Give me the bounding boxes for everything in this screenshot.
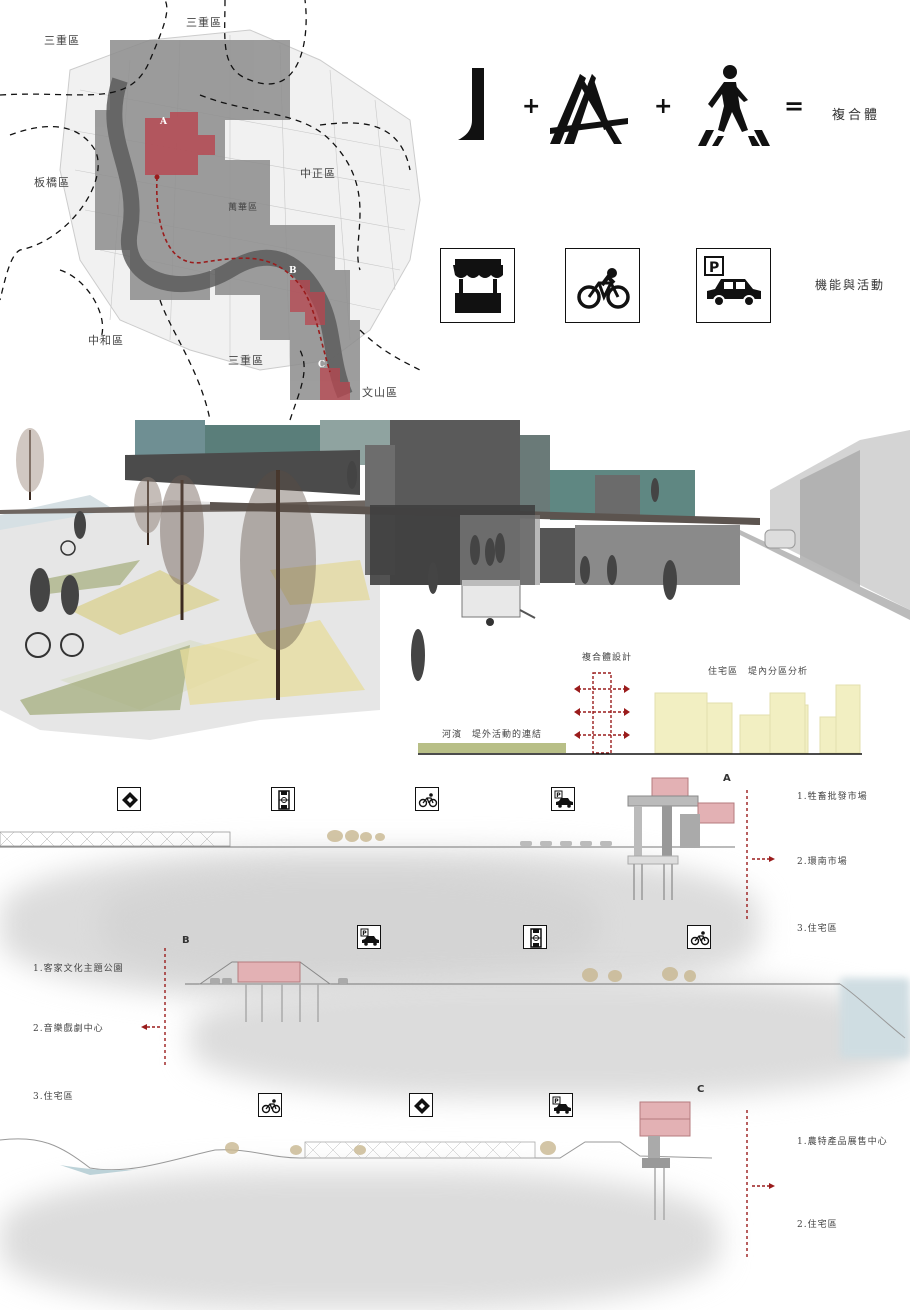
- residential-blocks: [654, 684, 861, 754]
- section-b-item-2: 2.音樂戲劇中心: [33, 1024, 104, 1034]
- bicycle-icon-box: [565, 248, 640, 323]
- baseball-field-icon: [117, 787, 141, 811]
- equals-sign: =: [784, 92, 805, 120]
- district-label: 板橋區: [34, 176, 70, 189]
- parking-letter: P: [709, 260, 719, 276]
- river-strip: [418, 743, 566, 753]
- zoning-graphic: [418, 672, 862, 755]
- river-link-label: 河濱 堤外活動的連結: [442, 730, 543, 740]
- route-line: [155, 176, 331, 373]
- section-c-graphic: [0, 1101, 775, 1260]
- functions-label: 機能與活動: [815, 278, 886, 292]
- trees: [16, 428, 316, 700]
- section-b: P B 1.客家文化主題公園 2.音樂戲劇中心 3.住宅區: [0, 918, 910, 1102]
- parking-car-icon: P: [357, 925, 381, 949]
- parking-car-icon: P: [549, 1093, 573, 1117]
- section-a-marker: A: [723, 773, 731, 784]
- terrain-profile: [0, 1138, 713, 1171]
- section-c-marker: C: [697, 1084, 705, 1095]
- chainlink-fence: [304, 1141, 536, 1159]
- section-a: P A 1.牲畜批發市場 2.環南市場 3.住宅區: [0, 770, 910, 1000]
- bicycle-icon: [415, 787, 439, 811]
- plus-sign-2: +: [654, 94, 673, 119]
- district-label: 三重區: [228, 354, 264, 367]
- formula-row: + + = 複合體: [440, 60, 900, 160]
- parking-car-icon-box: P: [696, 248, 771, 323]
- site-marker-a: A: [160, 117, 168, 127]
- market-stall-icon: [453, 259, 503, 313]
- basketball-court-icon: [271, 787, 295, 811]
- district-label: 文山區: [362, 386, 398, 399]
- site-marker-c: C: [318, 360, 327, 370]
- river-water-c: [60, 1165, 150, 1175]
- market-stall-icon-box: [440, 248, 515, 323]
- district-label: 萬華區: [228, 203, 259, 213]
- building-a-pink-top: [651, 777, 689, 797]
- parked-cars: [520, 841, 612, 846]
- section-b-item-3: 3.住宅區: [33, 1092, 74, 1102]
- section-b-graphic: [141, 948, 906, 1068]
- section-b-item-1: 1.客家文化主題公園: [33, 964, 124, 974]
- section-a-item-1: 1.牲畜批發市場: [797, 792, 868, 802]
- parking-letter: P: [556, 792, 561, 799]
- section-a-graphic: [0, 777, 775, 920]
- parked-car: [764, 529, 796, 549]
- section-a-item-3: 3.住宅區: [797, 924, 838, 934]
- complex-dashed-box: [592, 672, 612, 754]
- district-label: 三重區: [44, 34, 80, 47]
- grass-patch: [20, 645, 190, 715]
- river: [106, 77, 353, 399]
- teal-block-left: [135, 420, 205, 460]
- bicycle-icon: [577, 268, 630, 309]
- people: [25, 461, 677, 681]
- bicycle-icon: [687, 925, 711, 949]
- functions-row: P 機能與活動: [440, 248, 900, 328]
- section-b-marker: B: [182, 935, 190, 946]
- section-a-item-2: 2.環南市場: [797, 857, 848, 867]
- grass-tufts: [582, 967, 696, 982]
- complex-design-label: 複合體設計: [582, 653, 633, 663]
- grass-patch: [180, 620, 365, 705]
- chainlink-fence: [0, 831, 231, 847]
- district-label: 中和區: [88, 334, 124, 347]
- building-a-deck: [627, 795, 699, 807]
- food-cart: [461, 580, 536, 626]
- site-marker-b: B: [289, 266, 298, 276]
- building-a-pink-wing: [697, 802, 735, 824]
- site-a-area: [145, 112, 215, 175]
- grass-patch: [270, 560, 370, 605]
- site-c-area: [320, 368, 350, 400]
- formula-result-label: 複合體: [832, 108, 881, 123]
- basketball-court-icon: [523, 925, 547, 949]
- grass-tufts: [327, 830, 385, 842]
- district-label: 中正區: [300, 167, 336, 180]
- levee-wall-icon: [458, 68, 484, 140]
- parking-car-icon: P: [551, 787, 575, 811]
- parking-car-icon: P: [704, 256, 761, 307]
- section-c-item-1: 1.農特產品展售中心: [797, 1137, 888, 1147]
- dark-slab: [125, 450, 360, 495]
- pedestrian-crosswalk-icon: [698, 65, 770, 146]
- parking-letter: P: [554, 1098, 559, 1105]
- district-label: 三重區: [186, 16, 222, 29]
- baseball-field-icon: [409, 1093, 433, 1117]
- section-c-item-2: 2.住宅區: [797, 1220, 838, 1230]
- grass-tufts: [225, 1141, 556, 1155]
- site-map: 三重區 三重區 板橋區 中正區 萬華區 中和區 三重區 文山區 A B C: [0, 0, 430, 421]
- parking-letter: P: [362, 930, 367, 937]
- bicycle-icon: [258, 1093, 282, 1117]
- building-b-pink: [237, 961, 301, 983]
- map-graphic: [0, 0, 421, 421]
- zoning-diagram: 複合體設計 住宅區 堤內分區分析 河濱 堤外活動的連結: [410, 645, 870, 760]
- perspective-graphic: [0, 420, 910, 740]
- bridge-structure-icon: [550, 74, 628, 144]
- plus-sign-1: +: [522, 94, 541, 119]
- section-c: P C 1.農特產品展售中心 2.住宅區: [0, 1080, 910, 1310]
- perspective-scene: [0, 410, 910, 750]
- pile-foundation: [627, 855, 679, 865]
- residential-analysis-label: 住宅區 堤內分區分析: [708, 667, 809, 677]
- site-b-area: [290, 280, 325, 325]
- boardwalk: [0, 500, 760, 525]
